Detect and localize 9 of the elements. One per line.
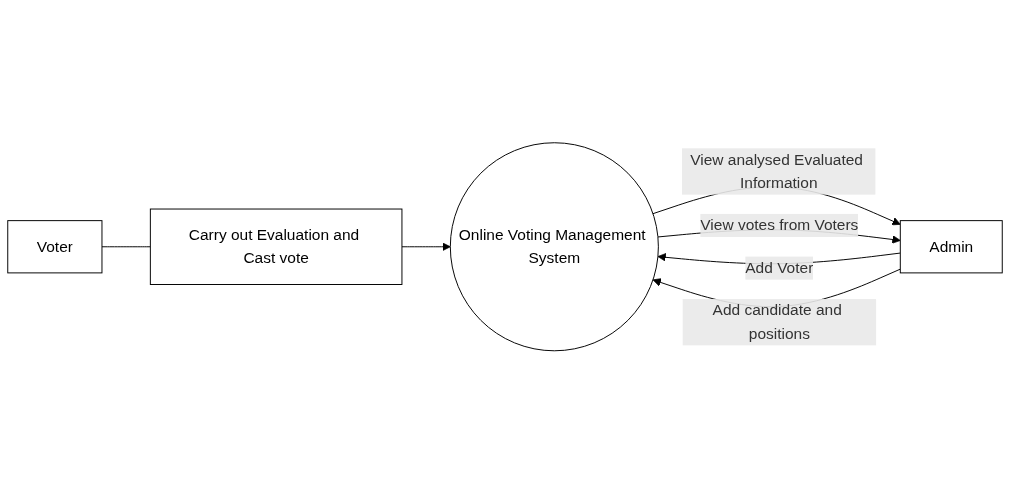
node-box: Voter bbox=[7, 219, 103, 274]
node-circle: Online Voting Management System bbox=[449, 142, 659, 351]
edge-label: View analysed Evaluated Information bbox=[690, 150, 863, 191]
edge-label: View votes from Voters bbox=[700, 216, 859, 233]
node-box: Carry out Evaluation and Cast vote bbox=[149, 208, 403, 285]
connector bbox=[101, 246, 151, 247]
node-box: Admin bbox=[899, 219, 1003, 274]
edge-label: Add Voter bbox=[745, 259, 814, 276]
edge-label: Add candidate and positions bbox=[712, 301, 842, 342]
